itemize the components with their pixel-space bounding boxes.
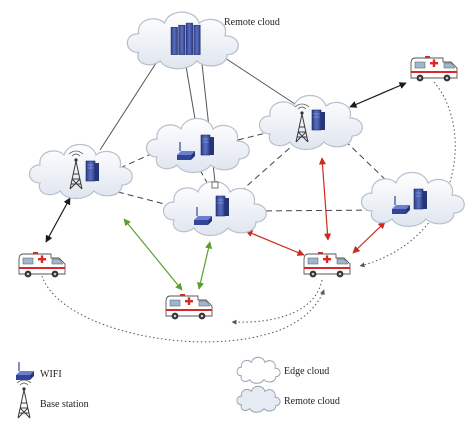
path-right-ambulance-to-bottom	[231, 279, 323, 325]
mobility-paths	[41, 81, 456, 343]
remote-cloud-label: Remote cloud	[224, 17, 280, 28]
red-arrow-center-to-right-ambulance	[245, 230, 305, 256]
legend-base-station-label: Base station	[40, 399, 89, 410]
legend-remote-cloud-label: Remote cloud	[284, 396, 340, 407]
legend: WIFI Base station Edge cloud Remote clou…	[15, 356, 340, 419]
red-arrow-upper-right-to-right-ambulance	[318, 157, 332, 241]
red-arrow-right-edge-to-right-ambulance	[352, 221, 386, 254]
edge-cloud-right	[360, 171, 465, 228]
edge-cloud-upper-right	[258, 94, 363, 151]
edge-cloud-center	[162, 180, 267, 237]
ambulance-bottom	[165, 293, 213, 320]
remote-cloud	[126, 11, 239, 70]
arrow-left-edge-to-left-ambulance	[45, 197, 71, 243]
legend-wifi-label: WIFI	[40, 369, 62, 380]
legend-edge-cloud-label: Edge cloud	[284, 366, 329, 377]
ambulance-top-right	[410, 55, 458, 82]
path-left-ambulance-loop	[41, 275, 325, 343]
link-upper-center-to-center	[199, 169, 211, 189]
edge-cloud-left	[28, 143, 133, 200]
link-remote-to-upper-center-edge	[185, 65, 197, 126]
arrow-upper-right-to-top-ambulance	[349, 82, 407, 108]
legend-remote-cloud-icon	[236, 385, 281, 413]
green-arrow-center-to-bottom-ambulance-b	[196, 241, 213, 290]
legend-edge-cloud-icon	[236, 356, 281, 384]
green-arrow-center-to-bottom-ambulance-a	[123, 218, 183, 291]
ambulance-center-right	[303, 251, 351, 278]
link-remote-to-left-edge	[99, 59, 159, 151]
path-top-ambulance-to-right	[359, 81, 456, 268]
legend-base-station-icon	[16, 379, 32, 419]
link-center-to-right	[255, 209, 383, 212]
link-center-to-upper-right	[239, 145, 293, 193]
ambulance-left	[18, 251, 66, 278]
link-left-to-upper-center	[119, 149, 161, 169]
link-remote-to-upper-right-edge	[221, 55, 299, 107]
edge-cloud-upper-center	[145, 117, 250, 174]
legend-wifi-icon	[15, 361, 35, 381]
